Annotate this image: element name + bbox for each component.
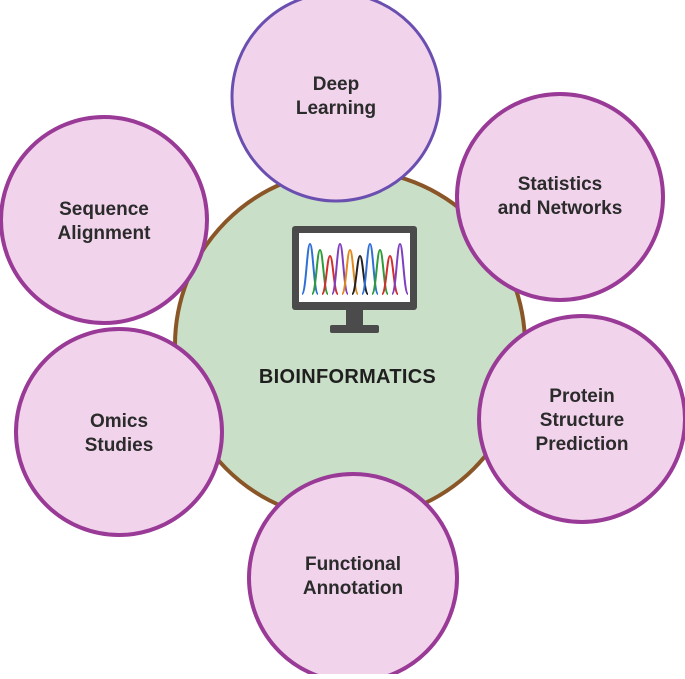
node-label-line: and Networks — [497, 198, 623, 219]
node-label-statistics-networks: Statistics and Networks — [460, 167, 660, 227]
node-label-line: Statistics — [517, 174, 603, 195]
node-label-line: Sequence — [59, 199, 149, 220]
center-title: BIOINFORMATICS — [258, 366, 437, 388]
node-circle-omics-studies — [14, 327, 224, 537]
node-label-line: Functional — [304, 554, 402, 575]
node-label-line: Omics — [89, 411, 149, 432]
node-circle-functional-annotation — [247, 472, 459, 679]
node-label-omics-studies: Omics Studies — [19, 404, 219, 464]
node-label-line: Structure — [539, 410, 625, 431]
node-label-line: Annotation — [302, 578, 404, 599]
node-label-line: Protein — [549, 386, 615, 407]
monitor-neck — [346, 310, 363, 327]
monitor-base — [330, 325, 379, 333]
node-label-line: Deep — [312, 74, 360, 95]
node-label-line: Prediction — [535, 434, 629, 455]
node-circle-sequence-alignment — [0, 115, 209, 325]
node-circle-protein-structure — [477, 314, 685, 524]
node-circle-deep-learning — [230, 0, 442, 203]
chromatogram-peaks — [301, 242, 409, 295]
node-circle-statistics-networks — [455, 92, 665, 302]
node-label-line: Alignment — [57, 223, 151, 244]
node-label-functional-annotation: Functional Annotation — [253, 547, 453, 607]
chromatogram-peak — [391, 242, 409, 295]
monitor-chromatogram-icon — [292, 226, 417, 333]
node-label-deep-learning: Deep Learning — [236, 67, 436, 127]
node-label-protein-structure: Protein Structure Prediction — [482, 379, 682, 463]
node-label-line: Studies — [84, 435, 154, 456]
node-label-line: Learning — [295, 98, 377, 119]
node-label-sequence-alignment: Sequence Alignment — [4, 192, 204, 252]
